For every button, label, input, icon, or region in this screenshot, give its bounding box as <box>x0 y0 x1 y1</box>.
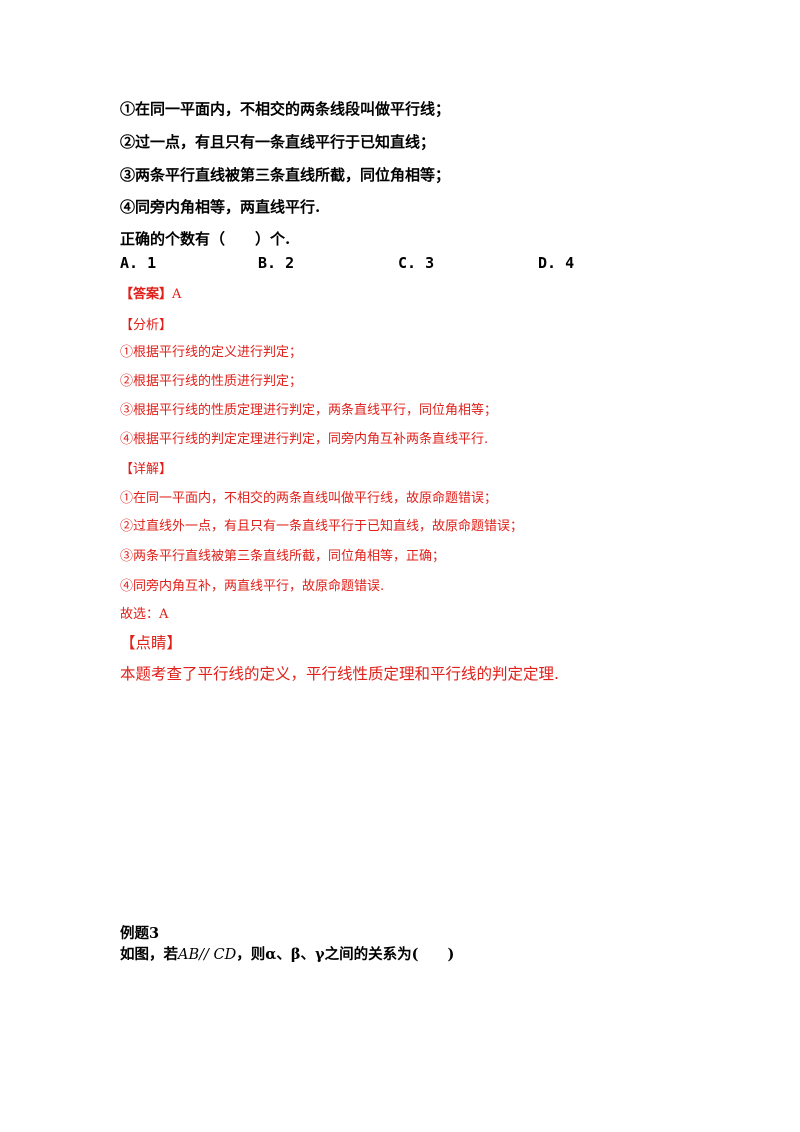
statement-4: ④同旁内角相等，两直线平行. <box>120 198 321 216</box>
statement-2: ②过一点，有且只有一条直线平行于已知直线； <box>120 133 436 151</box>
option-a: A. 1 <box>120 254 157 272</box>
example-question: 如图，若AB// CD，则α、β、γ之间的关系为( ) <box>120 943 454 964</box>
detail-choice: 故选：A <box>120 607 169 622</box>
option-b: B. 2 <box>258 254 295 272</box>
parallel-notation: AB// CD <box>178 947 237 963</box>
comment-text: 本题考查了平行线的定义，平行线性质定理和平行线的判定定理. <box>120 665 559 683</box>
example-prefix: 如图，若 <box>120 946 178 963</box>
statement-3: ③两条平行直线被第三条直线所截，同位角相等； <box>120 166 451 184</box>
comment-tag: 【点睛】 <box>120 634 183 652</box>
analysis-line-1: ①根据平行线的定义进行判定； <box>120 345 303 360</box>
example-title: 例题3 <box>120 925 160 942</box>
detail-line-1: ①在同一平面内，不相交的两条直线叫做平行线，故原命题错误； <box>120 491 498 506</box>
statement-1: ①在同一平面内，不相交的两条线段叫做平行线； <box>120 100 451 118</box>
answer-value: A <box>172 287 182 302</box>
example-suffix: ，则α、β、γ之间的关系为( ) <box>236 946 455 963</box>
analysis-line-3: ③根据平行线的性质定理进行判定，两条直线平行，同位角相等； <box>120 403 498 418</box>
answer-line: 【答案】A <box>120 283 181 302</box>
question-text: 正确的个数有（ ）个. <box>120 230 291 248</box>
analysis-line-4: ④根据平行线的判定定理进行判定，同旁内角互补两条直线平行. <box>120 432 489 447</box>
detail-tag: 【详解】 <box>120 462 173 477</box>
option-c: C. 3 <box>398 254 435 272</box>
analysis-tag: 【分析】 <box>120 318 173 333</box>
answer-tag: 【答案】 <box>120 287 173 302</box>
option-d: D. 4 <box>538 254 575 272</box>
detail-line-2: ②过直线外一点，有且只有一条直线平行于已知直线，故原命题错误； <box>120 519 524 534</box>
detail-line-3: ③两条平行直线被第三条直线所截，同位角相等，正确； <box>120 549 446 564</box>
detail-line-4: ④同旁内角互补，两直线平行，故原命题错误. <box>120 579 385 594</box>
analysis-line-2: ②根据平行线的性质进行判定； <box>120 374 303 389</box>
